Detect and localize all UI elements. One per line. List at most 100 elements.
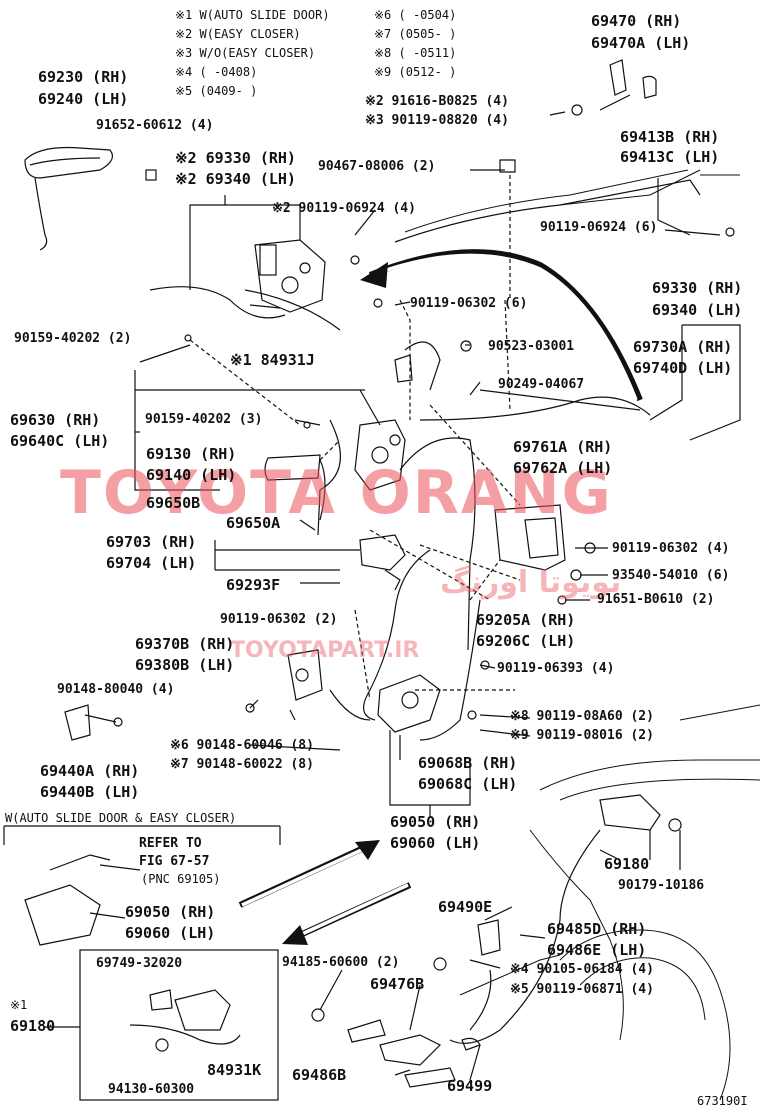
label-69630[interactable]: 69630 (RH) xyxy=(10,411,101,429)
note-8: ※8 ( -0511) xyxy=(374,46,457,60)
label-90467[interactable]: 90467-08006 (2) xyxy=(318,159,436,174)
label-69413c[interactable]: 69413C (LH) xyxy=(620,148,720,166)
label-69050-main[interactable]: 69050 (RH) xyxy=(390,813,481,831)
note-4: ※4 ( -0408) xyxy=(175,65,258,79)
label-90119-06924-top[interactable]: ※2 90119-06924 (4) xyxy=(272,201,416,216)
label-90119-06302-low[interactable]: 90119-06302 (2) xyxy=(220,612,338,627)
label-90119-06302-top[interactable]: 90119-06302 (6) xyxy=(410,296,528,311)
label-69470a[interactable]: 69470A (LH) xyxy=(591,34,691,52)
hinge-69180 xyxy=(599,794,661,831)
outside-handle xyxy=(24,146,113,179)
label-84931j[interactable]: ※1 84931J xyxy=(230,351,315,369)
note-1: ※1 W(AUTO SLIDE DOOR) xyxy=(175,8,330,22)
label-69380b[interactable]: 69380B (LH) xyxy=(135,656,235,674)
label-90119-06393[interactable]: 90119-06393 (4) xyxy=(497,661,615,676)
label-69413b[interactable]: 69413B (RH) xyxy=(620,128,720,146)
label-90119-06302-mid[interactable]: 90119-06302 (4) xyxy=(612,541,730,556)
label-69180-right[interactable]: 69180 xyxy=(604,855,650,873)
label-69703[interactable]: 69703 (RH) xyxy=(106,533,197,551)
rail-arc xyxy=(368,249,643,402)
label-69470[interactable]: 69470 (RH) xyxy=(591,12,682,30)
label-69206c[interactable]: 69206C (LH) xyxy=(476,632,576,650)
label-90159-40202-a[interactable]: 90159-40202 (2) xyxy=(14,331,132,346)
label-69205a[interactable]: 69205A (RH) xyxy=(476,611,576,629)
label-91616[interactable]: ※2 91616-B0825 (4) xyxy=(365,94,509,109)
label-90119-08820[interactable]: ※3 90119-08820 (4) xyxy=(365,113,509,128)
body-outline xyxy=(394,179,701,243)
label-69761a[interactable]: 69761A (RH) xyxy=(513,438,613,456)
label-90159-40202-b[interactable]: 90159-40202 (3) xyxy=(145,412,263,427)
label-69370b[interactable]: 69370B (RH) xyxy=(135,635,235,653)
bracket-69470 xyxy=(609,59,627,96)
label-69050-box[interactable]: 69050 (RH) xyxy=(125,903,216,921)
label-69230[interactable]: 69230 (RH) xyxy=(38,68,129,86)
label-69640c[interactable]: 69640C (LH) xyxy=(10,432,110,450)
label-69180-left[interactable]: 69180 xyxy=(10,1017,56,1035)
label-69650a[interactable]: 69650A xyxy=(226,514,281,532)
label-69340-right[interactable]: 69340 (LH) xyxy=(652,301,743,319)
label-69060-box[interactable]: 69060 (LH) xyxy=(125,924,216,942)
label-94185[interactable]: 94185-60600 (2) xyxy=(282,955,400,970)
label-69499[interactable]: 69499 xyxy=(447,1077,493,1095)
label-69740d[interactable]: 69740D (LH) xyxy=(633,359,733,377)
cable-1 xyxy=(149,286,286,319)
lock-69703 xyxy=(359,534,406,571)
label-69704[interactable]: 69704 (LH) xyxy=(106,554,197,572)
label-refer-2[interactable]: FIG 67-57 xyxy=(139,854,210,869)
label-69060-main[interactable]: 69060 (LH) xyxy=(390,834,481,852)
label-w-auto: W(AUTO SLIDE DOOR & EASY CLOSER) xyxy=(5,811,237,825)
label-90249[interactable]: 90249-04067 xyxy=(498,377,585,392)
label-91652[interactable]: 91652-60612 (4) xyxy=(96,118,214,133)
striker xyxy=(64,704,91,741)
label-90523[interactable]: 90523-03001 xyxy=(488,339,575,354)
label-69486e[interactable]: 69486E (LH) xyxy=(547,941,647,959)
label-69486b[interactable]: 69486B xyxy=(292,1066,347,1084)
label-90119-06924-right[interactable]: 90119-06924 (6) xyxy=(540,220,658,235)
rear-lock xyxy=(377,674,441,733)
label-69330-top[interactable]: ※2 69330 (RH) xyxy=(175,149,296,167)
label-91651[interactable]: 91651-B0610 (2) xyxy=(597,592,715,607)
label-69440b[interactable]: 69440B (LH) xyxy=(40,783,140,801)
label-90119-08a60[interactable]: ※8 90119-08A60 (2) xyxy=(510,709,654,724)
label-69490e[interactable]: 69490E xyxy=(438,898,493,916)
label-90119-06871[interactable]: ※5 90119-06871 (4) xyxy=(510,982,654,997)
label-90179[interactable]: 90179-10186 xyxy=(618,878,705,893)
label-94130[interactable]: 94130-60300 xyxy=(108,1082,195,1097)
outer-handle-low xyxy=(404,1067,456,1088)
label-84931k[interactable]: 84931K xyxy=(207,1061,262,1079)
note-6: ※6 ( -0504) xyxy=(374,8,457,22)
label-69440a[interactable]: 69440A (RH) xyxy=(40,762,140,780)
label-93540[interactable]: 93540-54010 (6) xyxy=(612,568,730,583)
label-90105[interactable]: ※4 90105-06184 (4) xyxy=(510,962,654,977)
hinge-69485d xyxy=(477,919,501,956)
note-7: ※7 (0505- ) xyxy=(374,27,457,41)
label-69293f[interactable]: 69293F xyxy=(226,576,281,594)
label-69476b[interactable]: 69476B xyxy=(370,975,425,993)
figure-code: 673190I xyxy=(697,1094,748,1108)
label-69650b[interactable]: 69650B xyxy=(146,494,201,512)
label-69068c[interactable]: 69068C (LH) xyxy=(418,775,518,793)
label-90119-08016[interactable]: ※9 90119-08016 (2) xyxy=(510,728,654,743)
label-69068b[interactable]: 69068B (RH) xyxy=(418,754,518,772)
lower-lock xyxy=(287,649,323,701)
label-69140[interactable]: 69140 (LH) xyxy=(146,466,237,484)
label-69730a[interactable]: 69730A (RH) xyxy=(633,338,733,356)
note-2: ※2 W(EASY CLOSER) xyxy=(175,27,301,41)
label-refer-3: (PNC 69105) xyxy=(141,872,221,886)
watermark-farsi: تویوتا اورنگ xyxy=(440,565,622,600)
label-90148-80040[interactable]: 90148-80040 (4) xyxy=(57,682,175,697)
label-refer-1: REFER TO xyxy=(139,836,202,851)
label-90148-60022[interactable]: ※7 90148-60022 (8) xyxy=(170,757,314,772)
label-69330-right[interactable]: 69330 (RH) xyxy=(652,279,743,297)
note-9: ※9 (0512- ) xyxy=(374,65,457,79)
handle-frame xyxy=(494,504,566,571)
label-69340-top[interactable]: ※2 69340 (LH) xyxy=(175,170,296,188)
label-69749[interactable]: 69749-32020 xyxy=(96,956,183,971)
label-69240[interactable]: 69240 (LH) xyxy=(38,90,129,108)
label-69762a[interactable]: 69762A (LH) xyxy=(513,459,613,477)
label-90148-60046[interactable]: ※6 90148-60046 (8) xyxy=(170,738,314,753)
label-69130[interactable]: 69130 (RH) xyxy=(146,445,237,463)
label-69485d[interactable]: 69485D (RH) xyxy=(547,920,647,938)
